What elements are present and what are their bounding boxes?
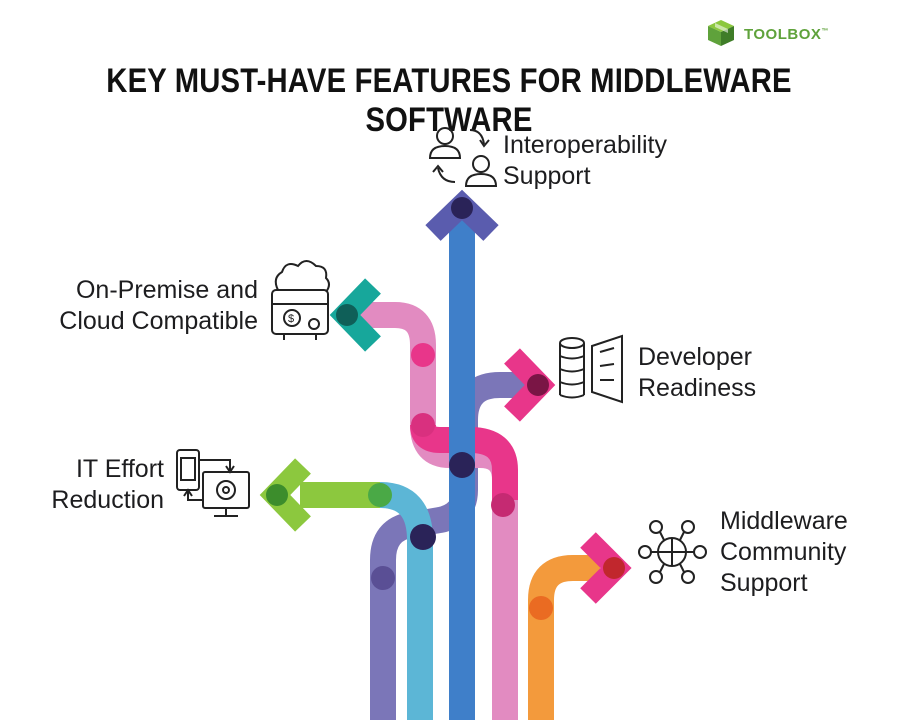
overlap-dot	[449, 452, 475, 478]
network-hub-icon	[638, 520, 707, 584]
cloud-toolbox-icon: $	[271, 260, 330, 340]
overlap-dot	[411, 343, 435, 367]
overlap-dot	[371, 566, 395, 590]
svg-text:$: $	[288, 313, 294, 325]
overlap-dot	[410, 524, 436, 550]
toolbox-logo: TOOLBOX™	[704, 18, 844, 48]
feature-line: Readiness	[638, 374, 757, 402]
feature-cloud: On-Premise and Cloud Compatible	[20, 275, 258, 337]
feature-line: Developer	[638, 343, 752, 371]
feature-line: On-Premise and	[75, 276, 258, 304]
arrowhead-interop	[425, 189, 499, 241]
brand-name: TOOLBOX™	[744, 26, 829, 43]
page-title: KEY MUST-HAVE FEATURES FOR MIDDLEWARE SO…	[106, 62, 792, 139]
feature-interoperability: Interoperability Support	[503, 130, 667, 192]
feature-line: IT Effort	[75, 455, 164, 483]
feature-line: Support	[503, 162, 591, 190]
overlap-dot	[529, 596, 553, 620]
arrowhead-it-effort	[259, 458, 311, 532]
overlap-dot	[491, 493, 515, 517]
feature-it-effort: IT Effort Reduction	[20, 454, 164, 516]
arrowhead-community	[580, 532, 632, 604]
database-door-icon	[559, 334, 623, 404]
arrowhead-cloud	[329, 278, 381, 352]
feature-line: Interoperability	[503, 131, 667, 159]
feature-community: Middleware Community Support	[720, 506, 848, 599]
device-sync-icon	[176, 449, 250, 517]
feature-line: Reduction	[51, 486, 164, 514]
feature-line: Cloud Compatible	[59, 307, 258, 335]
arrowhead-developer	[504, 348, 556, 422]
overlap-dot	[411, 413, 435, 437]
feature-line: Middleware	[720, 507, 848, 535]
feature-developer: Developer Readiness	[638, 342, 756, 404]
users-exchange-icon	[428, 127, 498, 187]
toolbox-cube-icon	[708, 20, 734, 46]
overlap-dot	[368, 483, 392, 507]
feature-line: Community	[720, 538, 847, 566]
feature-line: Support	[720, 569, 808, 597]
